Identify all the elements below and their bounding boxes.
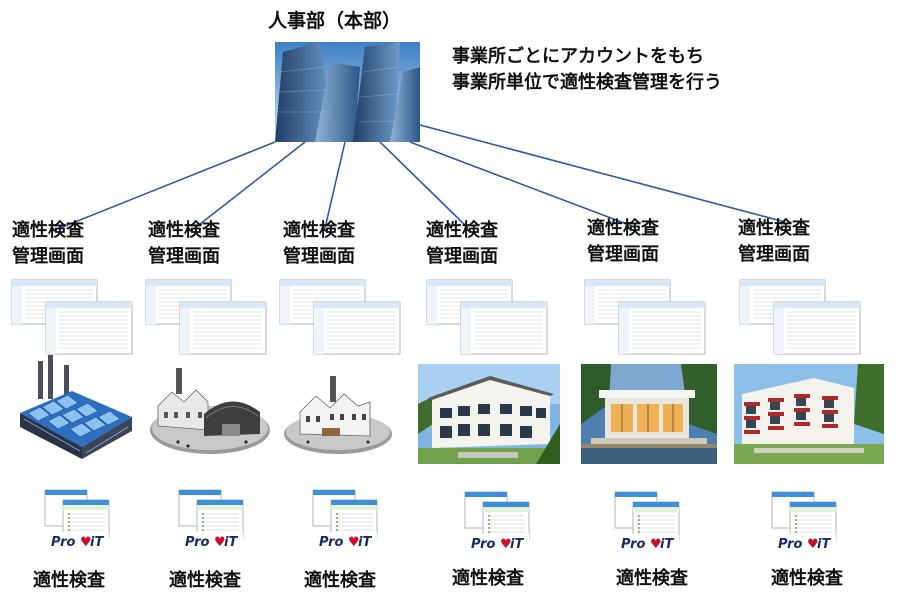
hq-building-image bbox=[275, 42, 420, 142]
svg-text:♥: ♥ bbox=[80, 535, 92, 550]
svg-text:Pro: Pro bbox=[319, 535, 344, 550]
description-line-1: 事業所ごとにアカウントをもち bbox=[452, 46, 704, 67]
svg-text:♥: ♥ bbox=[500, 537, 512, 552]
provit-app-thumbnail-6: Pro ♥iT bbox=[771, 491, 837, 552]
svg-text:Pro: Pro bbox=[185, 535, 210, 550]
connector-line-3 bbox=[324, 141, 346, 229]
aptitude-test-label-1: 適性検査 bbox=[33, 570, 105, 591]
provit-app-thumbnail-1: Pro ♥iT bbox=[44, 489, 110, 550]
provit-app-thumbnail-3: Pro ♥iT bbox=[312, 489, 378, 550]
branch-5-label-line-1: 適性検査 bbox=[587, 218, 659, 239]
aptitude-test-label-2: 適性検査 bbox=[169, 570, 241, 591]
svg-text:iT: iT bbox=[817, 537, 831, 552]
branch-4-label-line-1: 適性検査 bbox=[426, 220, 498, 241]
admin-screen-thumbnail-5 bbox=[584, 279, 706, 355]
admin-screen-thumbnail-1 bbox=[11, 279, 133, 355]
branch-3-label: 適性検査 管理画面 bbox=[283, 218, 355, 270]
svg-text:iT: iT bbox=[660, 537, 674, 552]
admin-screen-thumbnail-2 bbox=[145, 279, 267, 355]
svg-text:♥: ♥ bbox=[650, 537, 662, 552]
svg-text:iT: iT bbox=[90, 535, 104, 550]
branch-5-label-line-2: 管理画面 bbox=[587, 244, 659, 265]
branch-4-label: 適性検査 管理画面 bbox=[426, 218, 498, 270]
svg-text:Pro: Pro bbox=[621, 537, 646, 552]
svg-text:♥: ♥ bbox=[807, 537, 819, 552]
svg-text:iT: iT bbox=[510, 537, 524, 552]
house-image-5 bbox=[581, 364, 717, 464]
svg-text:Pro: Pro bbox=[778, 537, 803, 552]
factory-image-2 bbox=[150, 368, 270, 454]
provit-app-thumbnail-2: Pro ♥iT bbox=[178, 489, 244, 550]
connector-line-4 bbox=[379, 141, 469, 229]
branch-6-label: 適性検査 管理画面 bbox=[738, 216, 810, 268]
svg-text:iT: iT bbox=[358, 535, 372, 550]
hq-title: 人事部（本部） bbox=[268, 10, 402, 32]
branch-4-label-line-2: 管理画面 bbox=[426, 246, 498, 267]
apartment-image-4 bbox=[418, 364, 560, 464]
provit-app-thumbnail-5: Pro ♥iT bbox=[614, 491, 680, 552]
svg-text:♥: ♥ bbox=[348, 535, 360, 550]
branch-1-label-line-2: 管理画面 bbox=[12, 246, 84, 267]
factory-image-1 bbox=[20, 355, 132, 459]
branch-6-label-line-2: 管理画面 bbox=[738, 244, 810, 265]
admin-screen-thumbnail-4 bbox=[426, 279, 548, 355]
provit-app-thumbnail-4: Pro ♥iT bbox=[464, 491, 530, 552]
admin-screen-thumbnail-6 bbox=[739, 279, 861, 355]
connector-line-2 bbox=[194, 141, 306, 229]
branch-3-label-line-1: 適性検査 bbox=[283, 220, 355, 241]
aptitude-test-label-3: 適性検査 bbox=[304, 570, 376, 591]
apartment-image-6 bbox=[734, 364, 884, 464]
admin-screen-thumbnail-3 bbox=[279, 279, 401, 355]
svg-text:Pro: Pro bbox=[51, 535, 76, 550]
connector-line-1 bbox=[59, 141, 276, 229]
hq-description: 事業所ごとにアカウントをもち 事業所単位で適性検査管理を行う bbox=[452, 44, 722, 96]
connector-line-5 bbox=[409, 141, 633, 227]
svg-text:♥: ♥ bbox=[214, 535, 226, 550]
factory-image-3 bbox=[284, 376, 392, 454]
connector-line-6 bbox=[419, 124, 786, 223]
svg-text:iT: iT bbox=[224, 535, 238, 550]
aptitude-test-label-4: 適性検査 bbox=[452, 568, 524, 589]
aptitude-test-label-5: 適性検査 bbox=[616, 568, 688, 589]
branch-3-label-line-2: 管理画面 bbox=[283, 246, 355, 267]
branch-5-label: 適性検査 管理画面 bbox=[587, 216, 659, 268]
branch-1-label: 適性検査 管理画面 bbox=[12, 218, 84, 270]
aptitude-test-label-6: 適性検査 bbox=[771, 568, 843, 589]
branch-6-label-line-1: 適性検査 bbox=[738, 218, 810, 239]
branch-1-label-line-1: 適性検査 bbox=[12, 220, 84, 241]
branch-2-label-line-2: 管理画面 bbox=[148, 246, 220, 267]
branch-2-label-line-1: 適性検査 bbox=[148, 220, 220, 241]
description-line-2: 事業所単位で適性検査管理を行う bbox=[452, 72, 722, 93]
svg-text:Pro: Pro bbox=[471, 537, 496, 552]
branch-2-label: 適性検査 管理画面 bbox=[148, 218, 220, 270]
